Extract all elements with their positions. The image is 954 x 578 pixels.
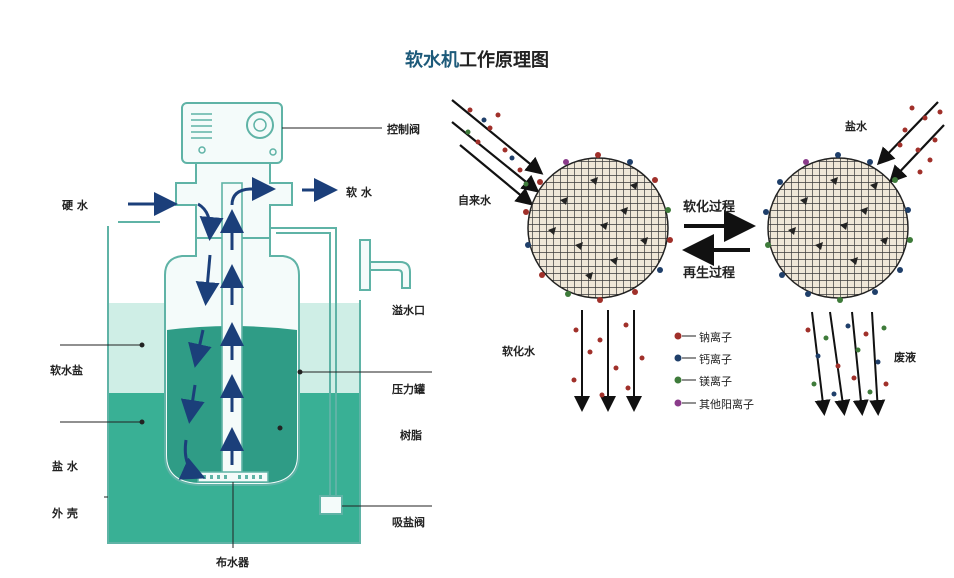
softened-water-arrows	[574, 310, 642, 412]
resin-bead-softening	[527, 157, 669, 299]
distributor	[197, 471, 269, 483]
outer-tank-wall	[107, 226, 361, 544]
ion-exchange-diagram	[451, 99, 945, 416]
legend-label-calcium: 钙离子	[699, 353, 732, 366]
label-distributor: 布水器	[216, 556, 249, 569]
label-softening: 软化过程	[683, 200, 736, 215]
label-softened-water: 软化水	[502, 345, 535, 358]
legend-swatch-sodium	[674, 332, 682, 340]
legend-swatch-calcium	[674, 354, 682, 362]
resin-bead-regeneration	[767, 157, 909, 299]
legend-label-sodium: 钠离子	[699, 331, 732, 344]
resin-bead-softening-ions	[523, 152, 673, 303]
label-soft-water-out: 软 水	[346, 186, 372, 199]
label-outer-tank: 外 壳	[52, 507, 78, 520]
legend-swatch-magnesium	[674, 376, 682, 384]
resin-bead-regeneration-ions	[763, 152, 913, 303]
legend-label-other: 其他阳离子	[699, 398, 754, 411]
label-pressure-tank: 压力罐	[392, 383, 425, 396]
waste-arrows	[811, 311, 886, 416]
label-overflow: 溢水口	[392, 304, 425, 317]
label-waste: 废液	[894, 351, 916, 364]
label-resin: 树脂	[400, 429, 422, 442]
legend-swatch-other	[674, 399, 682, 407]
title-highlight: 软水机	[405, 50, 459, 71]
control-valve-head	[181, 102, 283, 164]
overflow-spout	[360, 261, 411, 289]
label-brine: 盐 水	[52, 460, 78, 473]
valve-dial-icon	[246, 111, 274, 139]
legend-label-magnesium: 镁离子	[699, 375, 732, 388]
title-rest: 工作原理图	[459, 50, 549, 71]
brine-valve	[319, 495, 343, 515]
softener-machine	[60, 102, 432, 548]
label-brine-in: 盐水	[845, 120, 867, 133]
diagram-title: 软水机工作原理图	[0, 46, 954, 72]
label-tap-water: 自来水	[458, 194, 491, 207]
label-softener-salt: 软水盐	[50, 364, 83, 377]
legend	[674, 332, 696, 407]
brine-line	[270, 227, 337, 498]
label-control-valve: 控制阀	[387, 123, 420, 136]
label-hard-water: 硬 水	[62, 199, 88, 212]
label-regeneration: 再生过程	[683, 266, 736, 281]
label-brine-valve: 吸盐阀	[392, 516, 425, 529]
